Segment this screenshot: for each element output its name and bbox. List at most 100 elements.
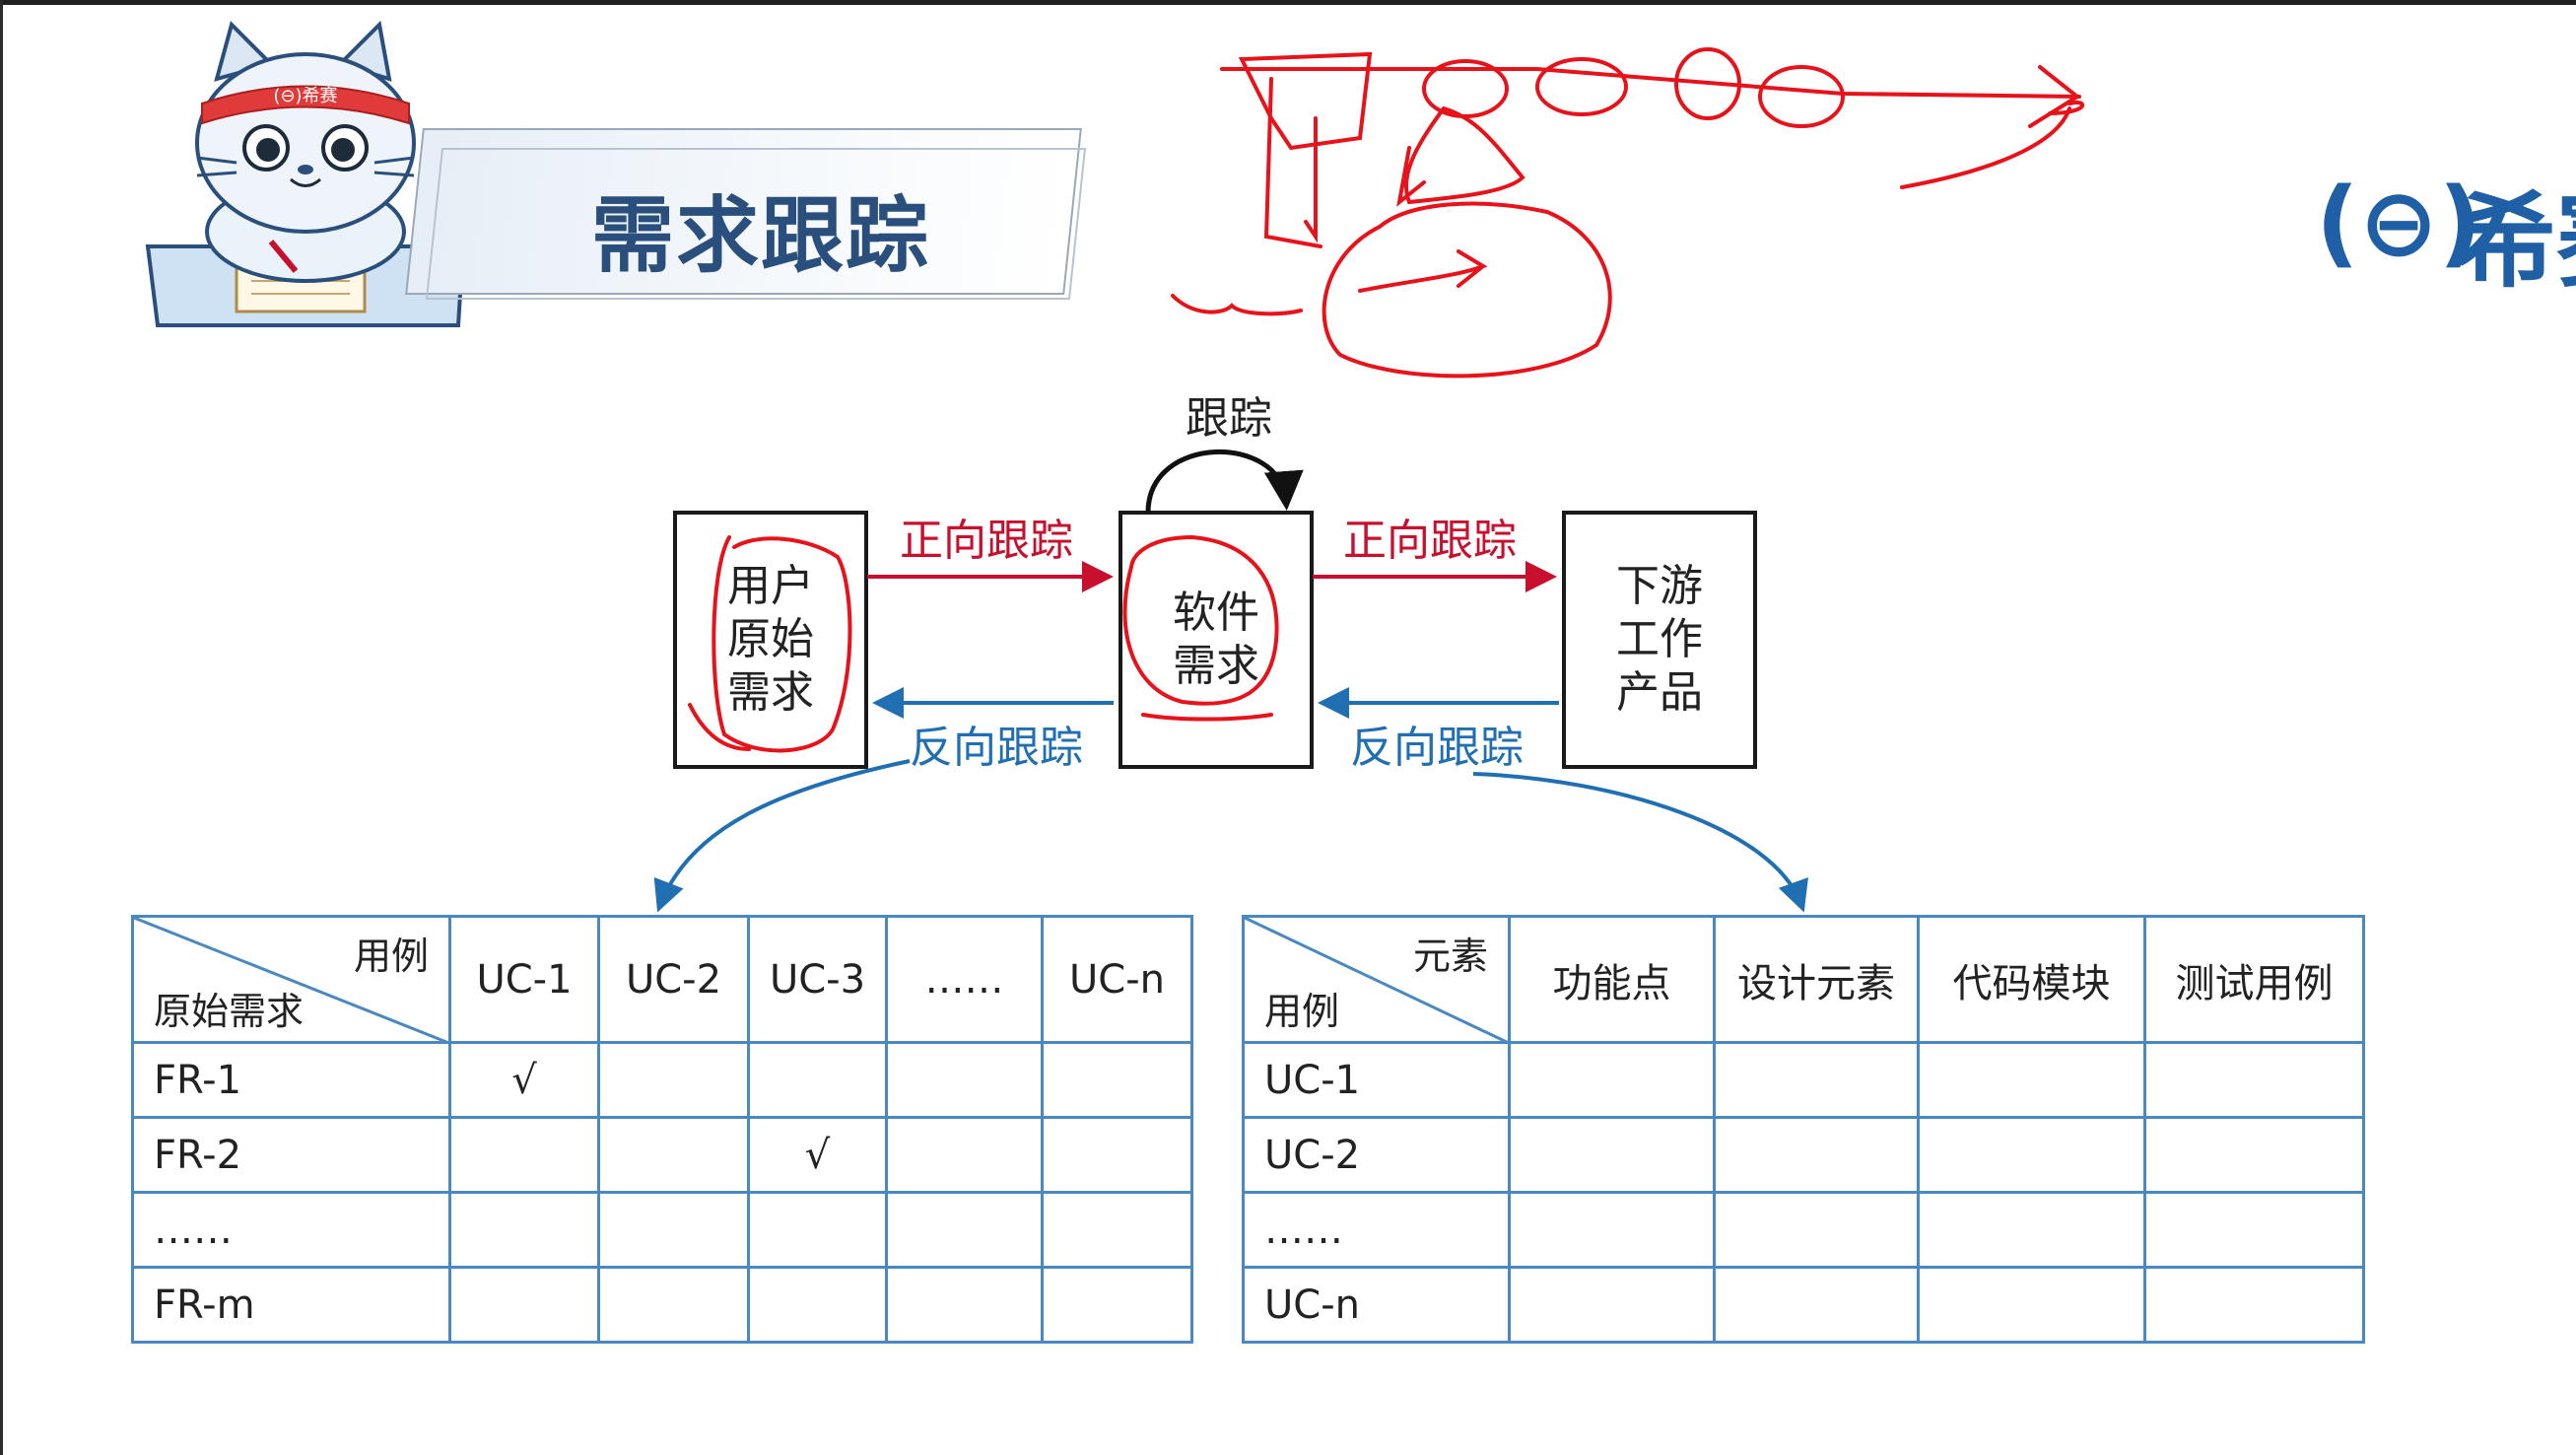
downstream-products-label: 下游 工作 产品: [1616, 561, 1703, 718]
matrix-cell: [1917, 1116, 2146, 1194]
matrix-cell: [885, 1266, 1044, 1344]
matrix-cell: √: [448, 1041, 600, 1119]
page-title: 需求跟踪: [591, 187, 931, 284]
table-row: FR-1 √: [131, 1041, 1193, 1119]
right-column-header: 代码模块: [1917, 915, 2146, 1044]
left-corner-bottom-label: 原始需求: [154, 990, 305, 1033]
loop-label: 跟踪: [1186, 393, 1272, 444]
row-label: FR-1: [131, 1041, 451, 1119]
matrix-cell: √: [747, 1116, 888, 1194]
matrix-cell: [885, 1116, 1044, 1194]
matrix-cell: [597, 1116, 750, 1194]
backward-trace-left-label: 反向跟踪: [910, 723, 1083, 773]
matrix-cell: [885, 1191, 1044, 1269]
left-corner-cell: 用例 原始需求: [131, 915, 451, 1044]
matrix-cell: [1713, 1191, 1920, 1269]
matrix-cell: [747, 1041, 888, 1119]
annotation-scribble: [1900, 106, 2071, 189]
annotation-scribble: [1141, 713, 1273, 722]
matrix-cell: [2143, 1191, 2365, 1269]
matrix-cell: [597, 1191, 750, 1269]
annotation-scribble: [2048, 101, 2085, 115]
matrix-cell: [1508, 1041, 1716, 1119]
right-column-header: 功能点: [1508, 915, 1716, 1044]
logo-text: 希赛: [2454, 181, 2576, 302]
matrix-cell: [2143, 1041, 2365, 1119]
matrix-cell: [597, 1266, 750, 1344]
matrix-cell: [1041, 1116, 1193, 1194]
matrix-cell: [1713, 1041, 1920, 1119]
right-corner-bottom-label: 用例: [1264, 990, 1340, 1033]
annotation-scribble: [1304, 116, 1318, 243]
matrix-cell: [1917, 1266, 2146, 1344]
backward-trace-right-label: 反向跟踪: [1350, 723, 1524, 773]
left-column-header: UC-1: [448, 915, 600, 1044]
curve-to-left-table: [653, 759, 911, 913]
left-column-header: ……: [885, 915, 1044, 1044]
matrix-cell: [1713, 1266, 1920, 1344]
matrix-cell: [448, 1266, 600, 1344]
annotation-scribble: [1220, 67, 2081, 99]
matrix-cell: [1041, 1266, 1193, 1344]
row-label: FR-2: [131, 1116, 451, 1194]
right-corner-cell: 元素 用例: [1242, 915, 1511, 1044]
row-label: FR-m: [131, 1266, 451, 1344]
logo-icon: (⊖): [2316, 168, 2482, 278]
row-label: UC-1: [1242, 1041, 1511, 1119]
table-row: ……: [131, 1191, 1193, 1269]
matrix-cell: [1508, 1116, 1716, 1194]
right-column-header: 设计元素: [1713, 915, 1920, 1044]
window-top-edge: [0, 0, 2576, 5]
software-requirements-label: 软件 需求: [1173, 588, 1259, 691]
matrix-cell: [747, 1266, 888, 1344]
matrix-cell: [2143, 1266, 2365, 1344]
left-trace-matrix: 用例 原始需求 UC-1 UC-2 UC-3 …… UC-n FR-1 √ FR…: [131, 915, 1193, 1344]
left-column-header: UC-n: [1041, 915, 1193, 1044]
user-requirements-label: 用户 原始 需求: [727, 561, 814, 718]
left-column-header: UC-2: [597, 915, 750, 1044]
right-column-header: 测试用例: [2143, 915, 2365, 1044]
window-left-edge: [0, 0, 3, 1455]
row-label: ……: [131, 1191, 451, 1269]
matrix-cell: [597, 1041, 750, 1119]
matrix-cell: [747, 1191, 888, 1269]
headband-text: (⊖)希赛: [273, 86, 337, 106]
downstream-products-box: 下游 工作 产品: [1562, 511, 1757, 769]
matrix-cell: [2143, 1116, 2365, 1194]
annotation-scribble: [1358, 249, 1488, 293]
matrix-cell: [1508, 1191, 1716, 1269]
annotation-scribble: [1263, 77, 1322, 248]
annotation-circle: [1122, 534, 1279, 706]
matrix-cell: [448, 1116, 600, 1194]
annotation-circle: [1322, 201, 1612, 379]
matrix-cell: [1917, 1041, 2146, 1119]
row-label: ……: [1242, 1191, 1511, 1269]
row-label: UC-2: [1242, 1116, 1511, 1194]
right-corner-top-label: 元素: [1412, 935, 1488, 978]
matrix-cell: [448, 1191, 600, 1269]
annotation-scribble: [1171, 294, 1303, 316]
annotation-scribble: [1238, 51, 1373, 151]
matrix-cell: [885, 1041, 1044, 1119]
table-row: FR-m: [131, 1266, 1193, 1344]
annotation-circle: [1535, 57, 1628, 116]
left-column-header: UC-3: [747, 915, 888, 1044]
software-requirements-box: 软件 需求: [1119, 511, 1314, 769]
table-row: UC-n: [1242, 1266, 2365, 1344]
matrix-cell: [1041, 1191, 1193, 1269]
forward-trace-right-label: 正向跟踪: [1343, 516, 1517, 566]
row-label: UC-n: [1242, 1266, 1511, 1344]
table-row: UC-1: [1242, 1041, 2365, 1119]
matrix-cell: [1713, 1116, 1920, 1194]
table-row: ……: [1242, 1191, 2365, 1269]
annotation-circle: [1674, 47, 1741, 120]
matrix-cell: [1917, 1191, 2146, 1269]
matrix-cell: [1041, 1041, 1193, 1119]
left-corner-top-label: 用例: [353, 935, 429, 978]
self-loop-arrow: [1145, 449, 1304, 514]
matrix-cell: [1508, 1266, 1716, 1344]
annotation-scribble: [1396, 146, 1426, 207]
right-trace-matrix: 元素 用例 功能点 设计元素 代码模块 测试用例 UC-1 UC-2 …… UC…: [1242, 915, 2365, 1344]
